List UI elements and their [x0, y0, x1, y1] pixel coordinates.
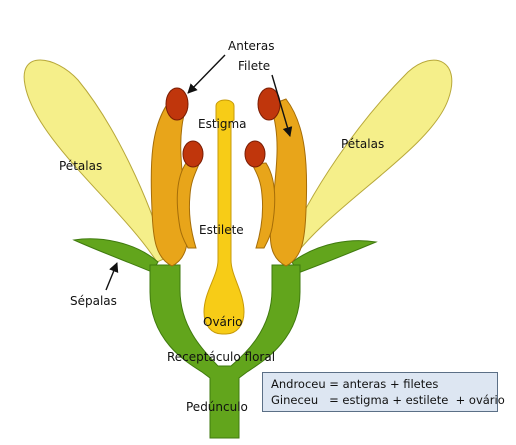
left-petal: [23, 59, 167, 263]
legend-line-gineceu: Gineceu = estigma + estilete + ovário: [271, 393, 505, 407]
filete-arrow: [271, 74, 293, 137]
left-outer-filament: [150, 98, 189, 267]
right-inner-filament: [251, 162, 276, 249]
label-filete: Filete: [238, 59, 270, 73]
right-petal: [281, 59, 453, 263]
label-anteras: Anteras: [228, 39, 274, 53]
right-inner-anther: [244, 140, 266, 168]
anteras-arrow: [187, 54, 226, 94]
label-ovario: Ovário: [203, 315, 243, 329]
label-estigma: Estigma: [198, 117, 247, 131]
left-sepal: [72, 238, 159, 273]
pistil: [203, 99, 245, 335]
receptacle-floral: [149, 264, 301, 439]
left-outer-anther: [165, 87, 189, 121]
legend-line-androceu: Androceu = anteras + filetes: [271, 377, 439, 391]
right-outer-filament: [269, 98, 308, 267]
label-pedunculo: Pedúnculo: [186, 400, 248, 414]
label-estilete: Estilete: [199, 223, 244, 237]
left-inner-anther: [182, 140, 204, 168]
label-petalas-left: Pétalas: [59, 159, 102, 173]
sepalas-arrow: [105, 262, 119, 291]
right-sepal: [291, 240, 378, 274]
label-receptaculo: Receptáculo floral: [167, 350, 275, 364]
label-petalas-right: Pétalas: [341, 137, 384, 151]
left-inner-filament: [176, 162, 200, 249]
label-sepalas: Sépalas: [70, 294, 117, 308]
